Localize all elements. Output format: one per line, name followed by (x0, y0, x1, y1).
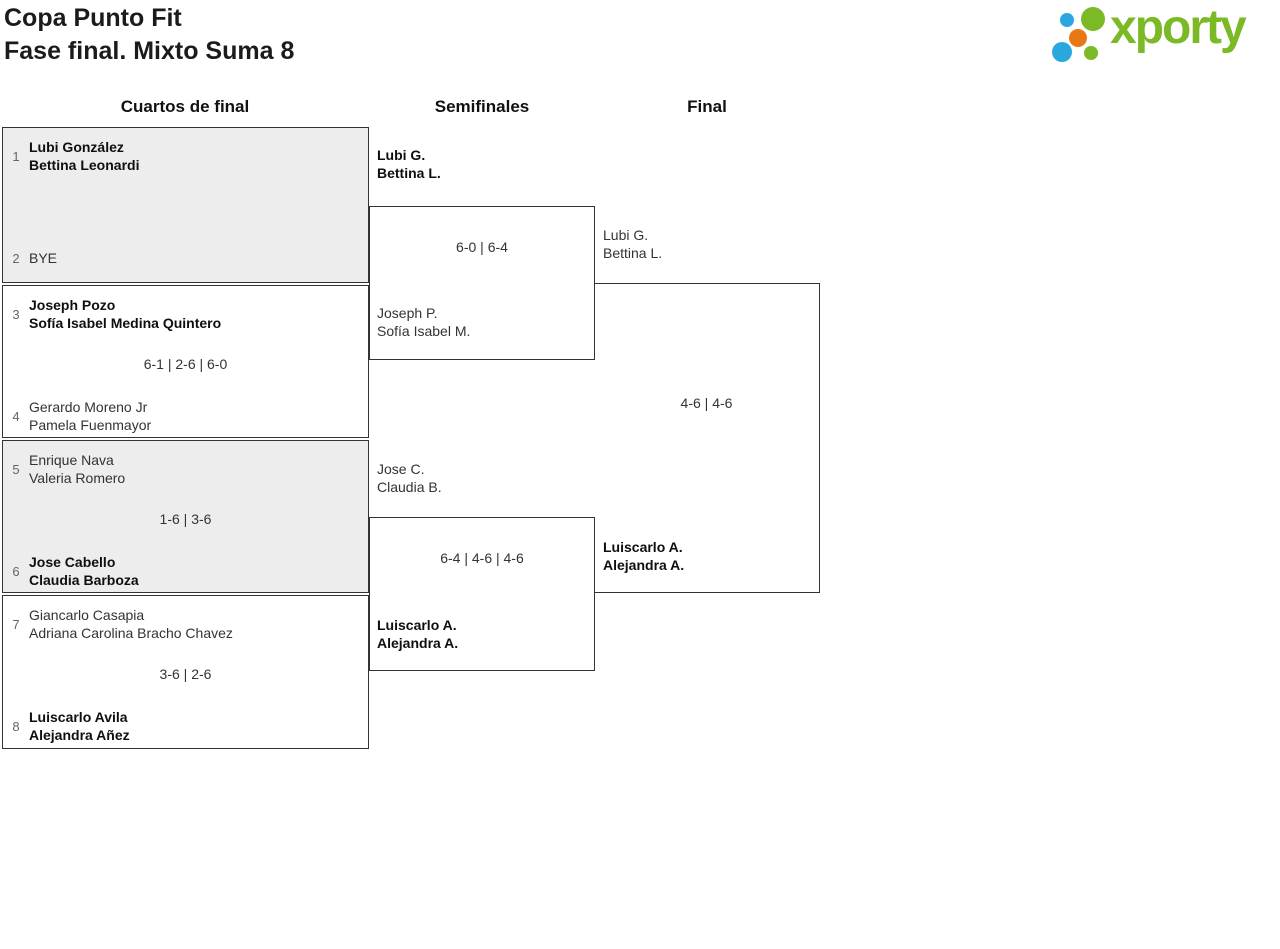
player-name: Pamela Fuenmayor (29, 417, 152, 433)
seed-number: 4 (12, 408, 20, 424)
match-quarterfinal-3: 5 Enrique Nava Valeria Romero 1-6 | 3-6 … (2, 440, 369, 593)
player-name: Valeria Romero (29, 470, 126, 486)
player-name: BYE (29, 250, 58, 266)
team-bottom: BYE (29, 240, 362, 276)
match-score: 1-6 | 3-6 (159, 511, 212, 527)
team-bottom: Gerardo Moreno Jr Pamela Fuenmayor (29, 398, 362, 434)
player-name: Sofía Isabel Medina Quintero (29, 315, 222, 331)
match-score: 3-6 | 2-6 (159, 666, 212, 682)
semifinal-1-team-bottom: Joseph P. Sofía Isabel M. (377, 304, 470, 340)
team-top: Enrique Nava Valeria Romero (29, 451, 362, 487)
match-quarterfinal-2: 3 Joseph Pozo Sofía Isabel Medina Quinte… (2, 285, 369, 438)
player-name: Sofía Isabel M. (377, 323, 471, 339)
logo-dot-blue-small-icon (1060, 13, 1074, 27)
player-name: Gerardo Moreno Jr (29, 399, 148, 415)
seed-number: 1 (12, 148, 20, 164)
page-subtitle: Fase final. Mixto Suma 8 (4, 37, 295, 65)
match-semifinal-2: 6-4 | 4-6 | 4-6 (369, 517, 595, 671)
player-name: Luiscarlo A. (377, 617, 457, 633)
semifinal-1-team-top: Lubi G. Bettina L. (377, 146, 441, 182)
logo-dot-green-small-icon (1084, 46, 1098, 60)
player-name: Alejandra A. (603, 557, 685, 573)
logo-dot-green-large-icon (1081, 7, 1105, 31)
player-name: Alejandra A. (377, 635, 459, 651)
seed-number: 5 (12, 461, 20, 477)
player-name: Adriana Carolina Bracho Chavez (29, 625, 233, 641)
match-score: 6-0 | 6-4 (456, 239, 508, 255)
player-name: Lubi González (29, 139, 124, 155)
seed-number: 7 (12, 616, 20, 632)
player-name: Jose Cabello (29, 554, 116, 570)
final-team-top: Lubi G. Bettina L. (603, 226, 662, 262)
round-header-final: Final (687, 97, 727, 116)
round-header-quarterfinals: Cuartos de final (120, 97, 250, 116)
team-bottom: Luiscarlo Avila Alejandra Añez (29, 708, 362, 744)
team-top: Giancarlo Casapia Adriana Carolina Brach… (29, 606, 362, 642)
team-bottom: Jose Cabello Claudia Barboza (29, 553, 362, 589)
player-name: Alejandra Añez (29, 727, 130, 743)
team-top: Lubi González Bettina Leonardi (29, 138, 362, 174)
logo-wordmark: xporty (1110, 1, 1247, 54)
player-name: Joseph P. (377, 305, 438, 321)
player-name: Giancarlo Casapia (29, 607, 145, 623)
match-final: 4-6 | 4-6 (594, 283, 820, 593)
logo-dot-blue-large-icon (1052, 42, 1072, 62)
player-name: Joseph Pozo (29, 297, 116, 313)
seed-number: 8 (12, 718, 20, 734)
player-name: Lubi G. (603, 227, 649, 243)
seed-number: 2 (12, 250, 20, 266)
player-name: Enrique Nava (29, 452, 114, 468)
final-team-bottom: Luiscarlo A. Alejandra A. (603, 538, 684, 574)
player-name: Bettina L. (603, 245, 663, 261)
player-name: Bettina Leonardi (29, 157, 140, 173)
team-top: Joseph Pozo Sofía Isabel Medina Quintero (29, 296, 362, 332)
player-name: Luiscarlo A. (603, 539, 683, 555)
match-quarterfinal-1: 1 Lubi González Bettina Leonardi 2 BYE (2, 127, 369, 283)
round-header-semifinals: Semifinales (434, 97, 530, 116)
match-score: 4-6 | 4-6 (680, 395, 733, 411)
semifinal-2-team-bottom: Luiscarlo A. Alejandra A. (377, 616, 458, 652)
xporty-logo[interactable]: xporty (1048, 0, 1280, 70)
semifinal-2-team-top: Jose C. Claudia B. (377, 460, 442, 496)
player-name: Claudia B. (377, 479, 442, 495)
logo-dot-orange-icon (1069, 29, 1087, 47)
player-name: Bettina L. (377, 165, 441, 181)
player-name: Jose C. (377, 461, 425, 477)
page-title: Copa Punto Fit (4, 4, 182, 32)
player-name: Lubi G. (377, 147, 426, 163)
match-quarterfinal-4: 7 Giancarlo Casapia Adriana Carolina Bra… (2, 595, 369, 749)
player-name: Luiscarlo Avila (29, 709, 128, 725)
seed-number: 3 (12, 306, 20, 322)
match-score: 6-4 | 4-6 | 4-6 (440, 550, 524, 566)
seed-number: 6 (12, 563, 20, 579)
player-name: Claudia Barboza (29, 572, 139, 588)
match-score: 6-1 | 2-6 | 6-0 (143, 356, 228, 372)
